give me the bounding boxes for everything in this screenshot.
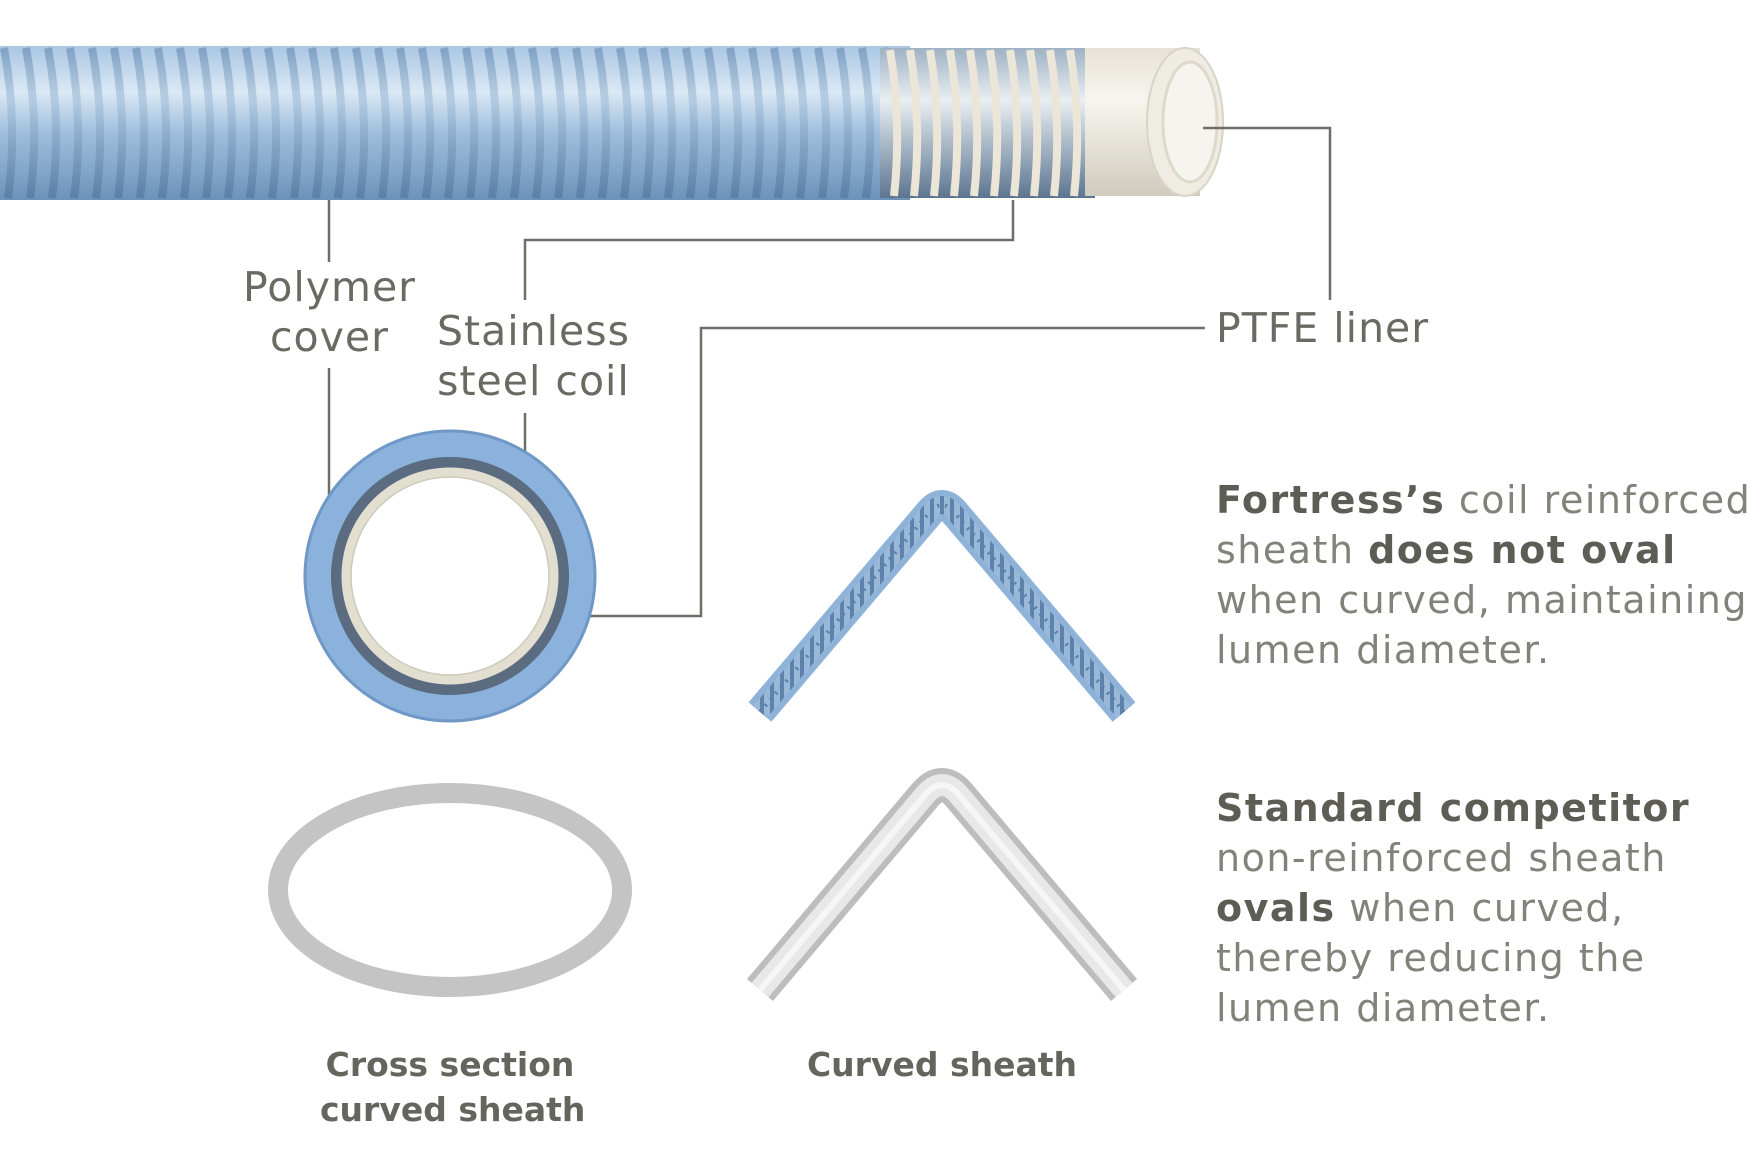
coil-ring-turn	[986, 49, 1002, 197]
cover-rib	[154, 47, 171, 199]
cover-rib	[814, 47, 831, 199]
cover-rib	[638, 47, 655, 199]
cover-rib	[704, 47, 721, 199]
coil-ring-turn	[946, 49, 962, 197]
cover-rib	[682, 47, 699, 199]
cover-rib	[220, 47, 237, 199]
coil-ring-turn	[1046, 49, 1062, 197]
cover-rib	[528, 47, 545, 199]
cover-rib	[330, 47, 347, 199]
leader-ptfe-top	[1203, 126, 1332, 300]
ptfe-liner-label: PTFE liner	[1216, 304, 1430, 352]
cover-rib	[242, 47, 259, 199]
cover-rib	[110, 47, 127, 199]
stainless-coil-rings	[886, 49, 1082, 197]
coil-ring-turn	[926, 49, 942, 197]
cover-rib	[22, 47, 39, 199]
cover-rib	[352, 47, 369, 199]
cover-rib	[396, 47, 413, 199]
competitor-curved-sheath	[747, 768, 1137, 1001]
cover-rib	[660, 47, 677, 199]
cover-rib	[374, 47, 391, 199]
coil-ring-turn	[1026, 49, 1042, 197]
coil-ring-turn	[906, 49, 922, 197]
stainless-coil-label: Stainless steel coil	[437, 307, 630, 405]
cover-rib	[748, 47, 765, 199]
cover-rib	[286, 47, 303, 199]
coil-ring-turn	[886, 49, 902, 197]
polymer-ring	[304, 430, 596, 722]
cover-rib	[594, 47, 611, 199]
sheath-tube	[0, 46, 1224, 200]
cover-rib	[44, 47, 61, 199]
competitor-description: Standard competitor non-reinforced sheat…	[1216, 786, 1691, 1030]
cover-rib	[308, 47, 325, 199]
cover-rib	[132, 47, 149, 199]
cover-rib	[550, 47, 567, 199]
oval-cross-section	[268, 783, 632, 997]
polymer-cover-label: Polymer cover	[243, 263, 417, 361]
cover-rib	[66, 47, 83, 199]
cover-rib	[440, 47, 457, 199]
cover-rib	[88, 47, 105, 199]
coil-ring-turn	[1066, 49, 1082, 197]
cover-rib	[484, 47, 501, 199]
coil-ring-turn	[966, 49, 982, 197]
leader-ptfe-bottom	[560, 326, 1205, 618]
fortress-description: Fortress’s coil reinforced sheath does n…	[1216, 478, 1752, 672]
liner-ring	[341, 467, 559, 685]
cover-rib	[726, 47, 743, 199]
cover-rib	[506, 47, 523, 199]
cover-rib	[418, 47, 435, 199]
coil-ring	[331, 457, 569, 695]
leader-coil-top	[523, 200, 1015, 300]
cover-rib	[616, 47, 633, 199]
curved-sheath-caption: Curved sheath	[806, 1045, 1078, 1084]
cover-rib	[770, 47, 787, 199]
polymer-cover-ribs	[0, 47, 897, 199]
cover-rib	[572, 47, 589, 199]
cover-rib	[858, 47, 875, 199]
reinforced-cross-section	[303, 429, 597, 723]
cover-rib	[792, 47, 809, 199]
cover-rib	[264, 47, 281, 199]
coil-ring-turn	[1006, 49, 1022, 197]
cover-rib	[198, 47, 215, 199]
lumen-opening	[1161, 60, 1219, 184]
cover-rib	[0, 47, 17, 199]
cover-rib	[462, 47, 479, 199]
reinforced-curved-sheath	[748, 490, 1136, 722]
cover-rib	[836, 47, 853, 199]
leader-lines	[327, 126, 1332, 618]
cross-section-caption: Cross section curved sheath	[320, 1045, 586, 1129]
cover-rib	[176, 47, 193, 199]
